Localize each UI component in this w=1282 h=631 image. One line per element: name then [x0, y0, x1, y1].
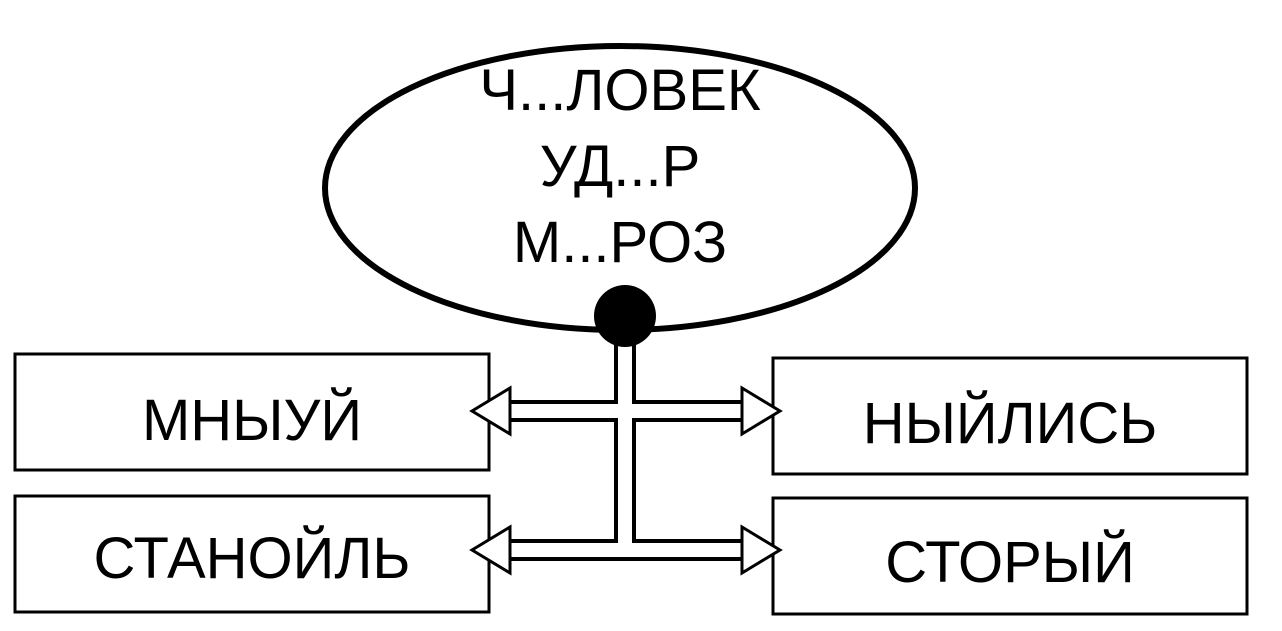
arrow-right-bottom-icon [740, 524, 783, 576]
arrow-left-bottom-icon [469, 524, 512, 576]
center-line-3: М...РОЗ [513, 210, 727, 275]
arrow-right-top-icon [740, 385, 783, 437]
box-bottom-left [13, 494, 491, 614]
center-line-2: УД...Р [540, 134, 701, 199]
connector-pipes [506, 330, 746, 561]
box-bottom-right-label: СТОРЫЙ [885, 530, 1135, 595]
box-bottom-left-label: СТАНОЙЛЬ [94, 526, 411, 591]
box-top-right-label: НЫЙЛИСЬ [863, 391, 1158, 456]
box-top-right [771, 356, 1249, 476]
box-top-left-label: МНЫУЙ [142, 388, 362, 453]
box-top-left [13, 352, 491, 472]
arrow-left-top-icon [469, 385, 512, 437]
center-line-1: Ч...ЛОВЕК [479, 58, 761, 123]
hub-dot-icon [594, 285, 656, 347]
box-bottom-right [771, 496, 1249, 616]
